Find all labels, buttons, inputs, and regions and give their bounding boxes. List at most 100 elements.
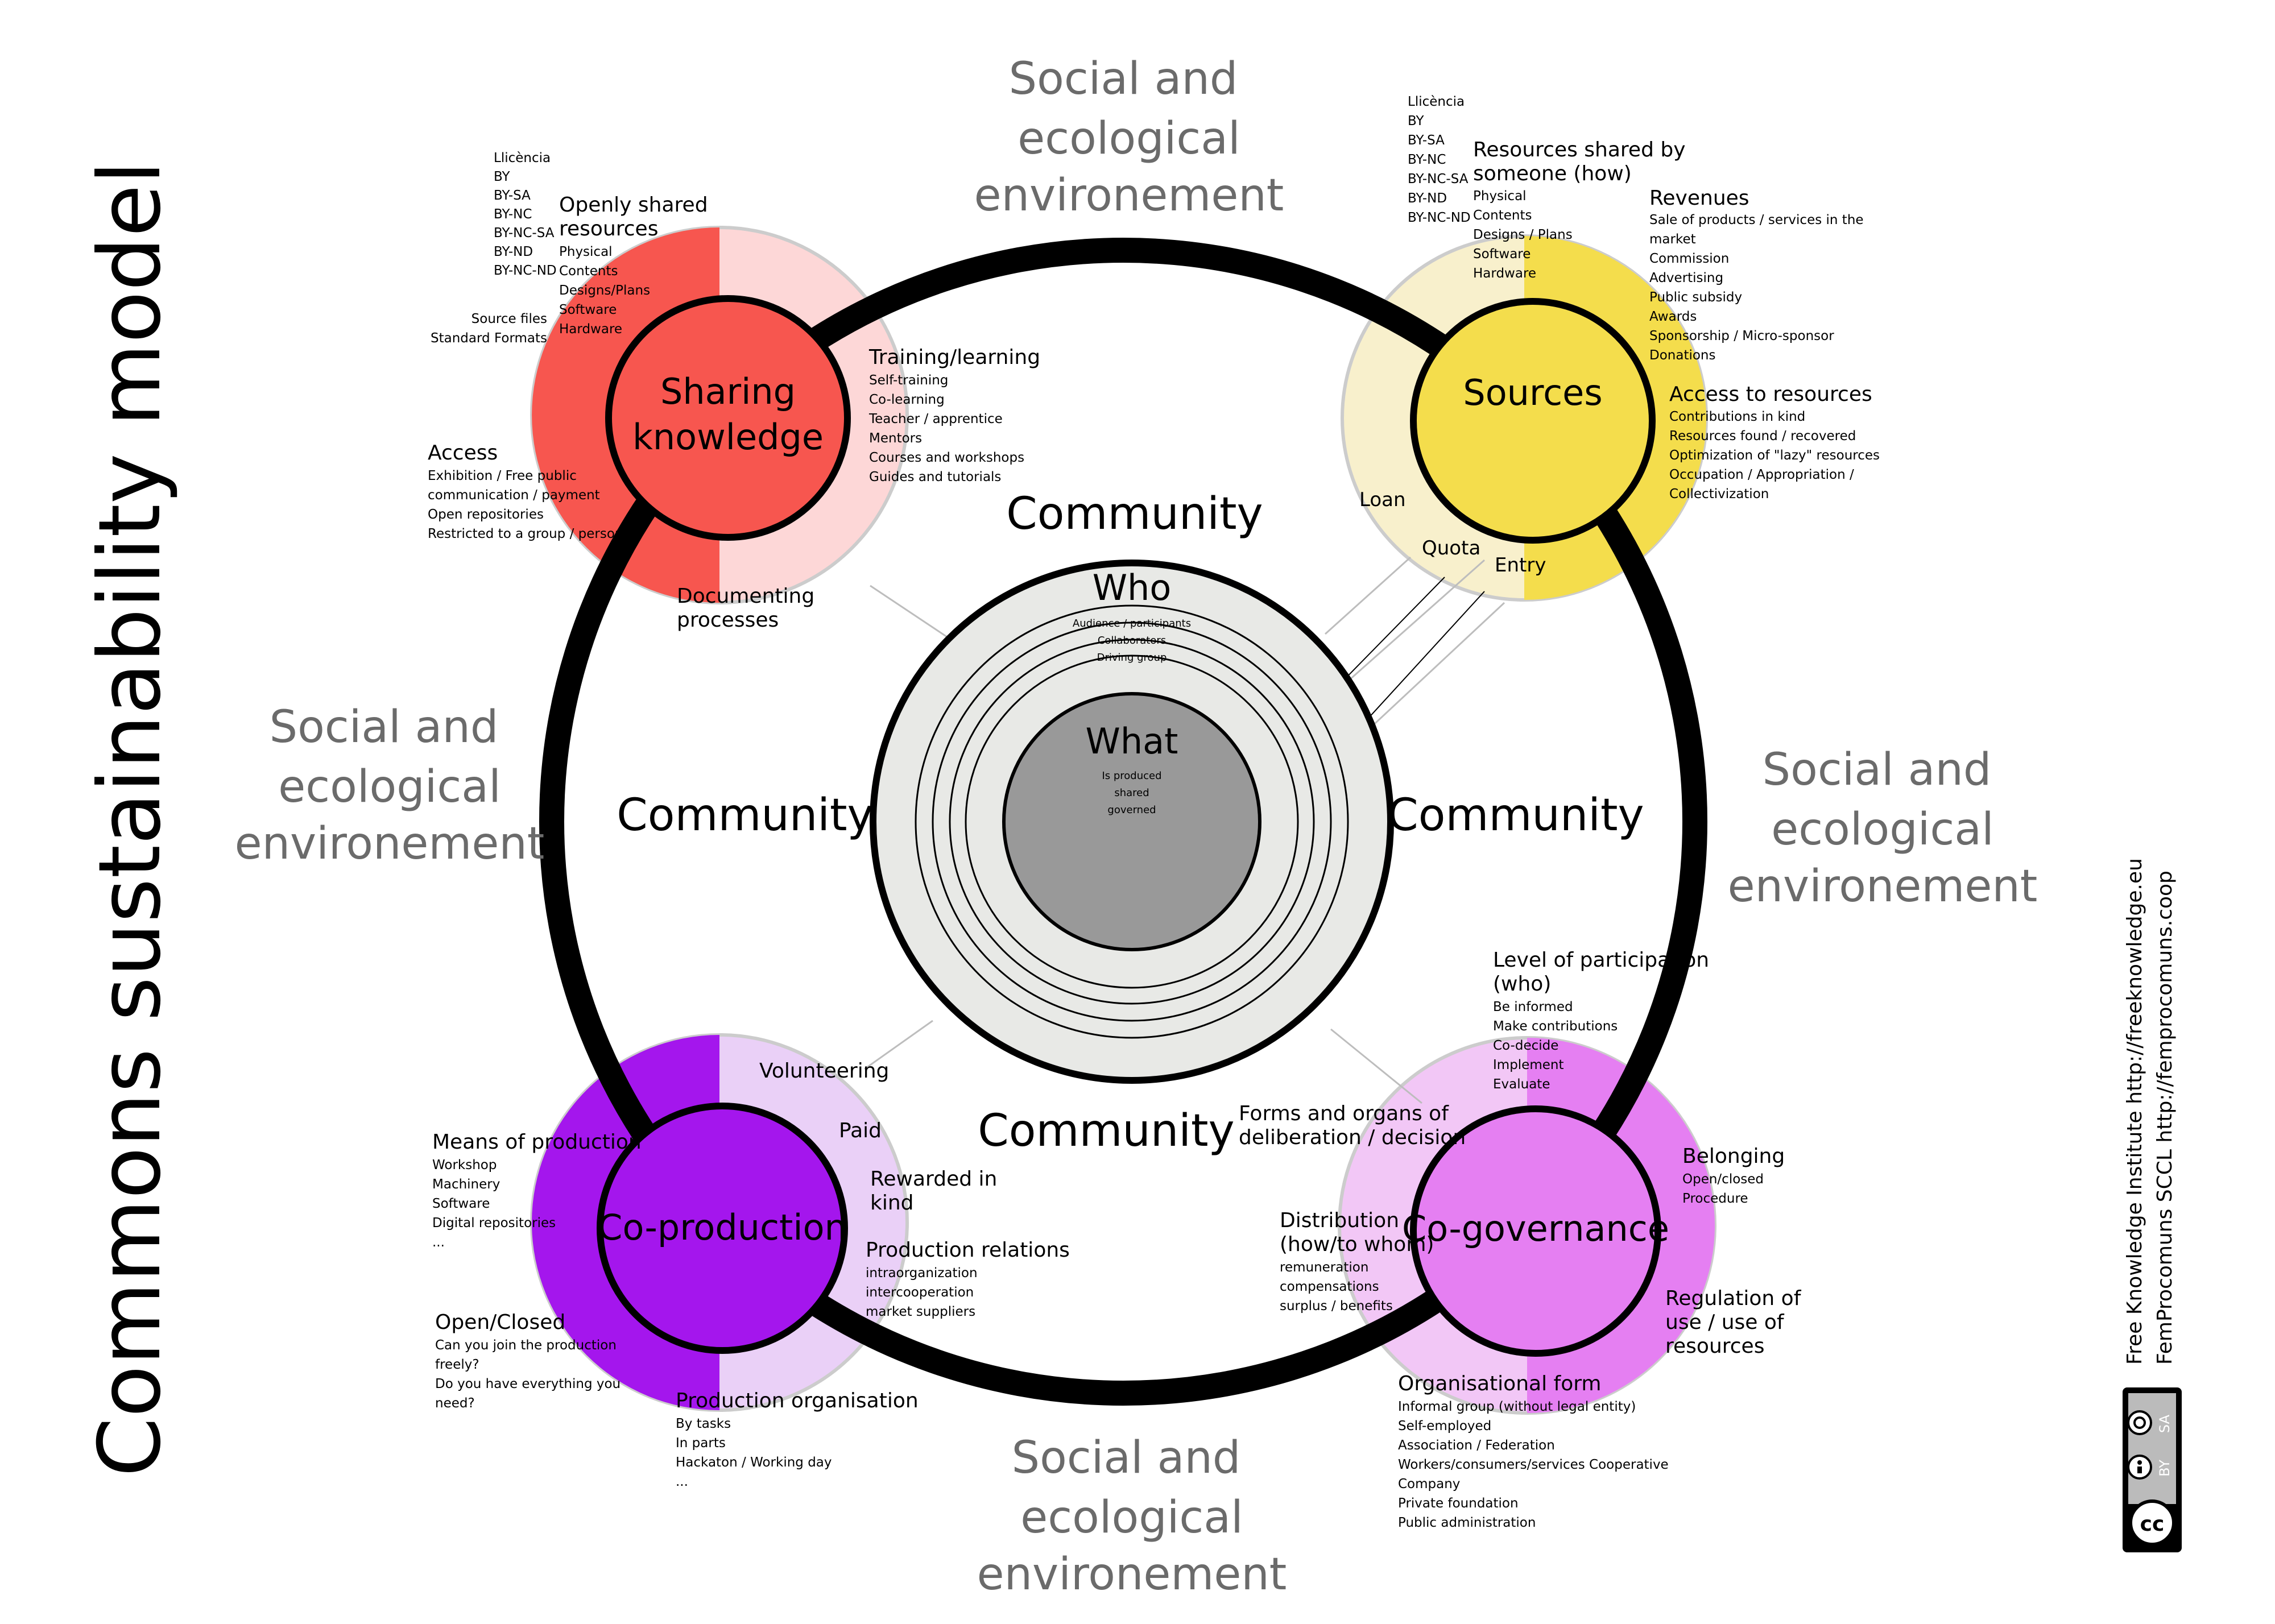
cogovernance-organisational-block: Organisational form Informal group (with… <box>1398 1372 1669 1530</box>
svg-text:Hardware: Hardware <box>1473 266 1536 281</box>
coproduction-rewarded-block: Rewarded in kind <box>870 1167 997 1215</box>
svg-text:remuneration: remuneration <box>1280 1260 1368 1275</box>
svg-text:Means of production: Means of production <box>432 1130 642 1154</box>
cogovernance-hub-label: Co-governance <box>1402 1208 1669 1249</box>
sharing-hub <box>605 295 851 541</box>
svg-text:Software: Software <box>432 1196 490 1211</box>
svg-text:resources: resources <box>559 217 658 241</box>
who-item: Driving group <box>1097 652 1167 664</box>
svg-text:Regulation of: Regulation of <box>1665 1287 1802 1310</box>
community-label-right: Community <box>1387 790 1644 841</box>
credit-line: Free Knowledge Institute http://freeknow… <box>2123 858 2146 1365</box>
svg-text:environement: environement <box>974 170 1284 221</box>
svg-text:Belonging: Belonging <box>1682 1145 1785 1168</box>
svg-text:BY-ND: BY-ND <box>1408 191 1447 206</box>
svg-text:Software: Software <box>559 303 617 317</box>
svg-text:Private foundation: Private foundation <box>1398 1496 1519 1511</box>
svg-text:Be informed: Be informed <box>1493 1000 1573 1014</box>
svg-text:(who): (who) <box>1493 972 1551 996</box>
svg-text:Social and: Social and <box>1012 1432 1241 1484</box>
svg-text:communication / payment: communication / payment <box>428 488 600 503</box>
svg-text:market suppliers: market suppliers <box>866 1304 975 1319</box>
svg-text:Documenting: Documenting <box>677 585 814 608</box>
svg-text:Training/learning: Training/learning <box>868 346 1040 369</box>
svg-text:BY: BY <box>494 169 511 184</box>
svg-text:Sponsorship / Micro-sponsor: Sponsorship / Micro-sponsor <box>1649 329 1834 343</box>
coproduction-means-block: Means of production Workshop Machinery S… <box>432 1130 642 1250</box>
sources-licence-list: Llicència BY BY-SA BY-NC BY-NC-SA BY-ND … <box>1408 94 1471 225</box>
svg-text:freely?: freely? <box>435 1357 479 1372</box>
svg-text:environement: environement <box>1728 861 2038 912</box>
credit-line: FemProcomuns SCCL http://femprocomuns.co… <box>2153 871 2177 1365</box>
svg-text:Rewarded in: Rewarded in <box>870 1167 997 1191</box>
svg-text:kind: kind <box>870 1191 914 1215</box>
svg-text:Social and: Social and <box>1763 744 1992 796</box>
sources-shared-block: Resources shared by someone (how) Physic… <box>1473 138 1686 281</box>
svg-text:Public subsidy: Public subsidy <box>1649 290 1742 305</box>
svg-text:Awards: Awards <box>1649 309 1697 324</box>
svg-text:someone (how): someone (how) <box>1473 162 1632 185</box>
svg-text:Contributions in kind: Contributions in kind <box>1669 409 1805 424</box>
who-title: Who <box>1093 567 1172 608</box>
svg-text:Workshop: Workshop <box>432 1158 497 1173</box>
what-item: shared <box>1114 787 1149 799</box>
cc-by-sa-badge[interactable]: cc BY SA <box>2123 1387 2182 1552</box>
svg-text:need?: need? <box>435 1396 475 1411</box>
svg-text:Organisational form: Organisational form <box>1398 1372 1601 1395</box>
svg-text:BY-NC: BY-NC <box>1408 152 1446 167</box>
cogovernance-forms-block: Forms and organs of deliberation / decis… <box>1239 1102 1466 1149</box>
who-rings <box>915 604 1349 1039</box>
svg-text:Exhibition / Free public: Exhibition / Free public <box>428 469 577 483</box>
svg-text:Software: Software <box>1473 247 1531 262</box>
svg-text:BY-NC-SA: BY-NC-SA <box>494 226 555 241</box>
sa-label: SA <box>2157 1414 2173 1433</box>
by-label: BY <box>2157 1460 2173 1477</box>
svg-text:Level of participation: Level of participation <box>1493 948 1709 972</box>
svg-text:processes: processes <box>677 608 779 632</box>
svg-text:Make contributions: Make contributions <box>1493 1019 1618 1034</box>
who-item: Collaborators <box>1098 635 1166 647</box>
svg-text:...: ... <box>676 1474 688 1489</box>
community-label-bottom: Community <box>978 1105 1234 1157</box>
svg-text:Do you have everything you: Do you have everything you <box>435 1377 621 1391</box>
svg-text:Digital repositories: Digital repositories <box>432 1216 556 1231</box>
svg-text:ecological: ecological <box>1771 804 1994 855</box>
svg-text:ecological: ecological <box>278 761 501 813</box>
svg-text:Optimization of "lazy" resourc: Optimization of "lazy" resources <box>1669 448 1880 463</box>
svg-text:intraorganization: intraorganization <box>866 1266 978 1281</box>
svg-text:BY-NC-SA: BY-NC-SA <box>1408 172 1469 187</box>
svg-text:Open/closed: Open/closed <box>1682 1172 1764 1187</box>
svg-text:Openly shared: Openly shared <box>559 193 708 217</box>
svg-text:Company: Company <box>1398 1477 1460 1492</box>
environment-left: Social and ecological environement <box>235 702 545 869</box>
environment-top: Social and ecological environement <box>974 53 1284 221</box>
svg-text:BY: BY <box>1408 114 1425 129</box>
svg-text:Production organisation: Production organisation <box>676 1389 919 1412</box>
svg-text:Resources found / recovered: Resources found / recovered <box>1669 429 1856 444</box>
cogovernance-hub <box>1410 1105 1661 1357</box>
svg-text:market: market <box>1649 232 1696 247</box>
svg-text:Social and: Social and <box>1009 53 1238 105</box>
svg-text:Physical: Physical <box>1473 189 1527 204</box>
svg-text:Procedure: Procedure <box>1682 1191 1748 1206</box>
svg-text:Designs/Plans: Designs/Plans <box>559 283 650 298</box>
svg-text:use / use of: use / use of <box>1665 1311 1785 1334</box>
svg-text:Social and: Social and <box>270 702 499 753</box>
community-label-left: Community <box>617 790 873 841</box>
svg-text:Implement: Implement <box>1493 1058 1563 1072</box>
svg-text:Open/Closed: Open/Closed <box>435 1311 565 1334</box>
svg-text:Co-decide: Co-decide <box>1493 1038 1558 1053</box>
what-item: governed <box>1107 804 1156 816</box>
svg-text:BY-NC-ND: BY-NC-ND <box>1408 210 1471 225</box>
cogovernance-regulation-block: Regulation of use / use of resources <box>1665 1287 1802 1358</box>
svg-text:By tasks: By tasks <box>676 1416 731 1431</box>
community-label-top: Community <box>1006 488 1263 540</box>
svg-text:(how/to whom): (how/to whom) <box>1280 1233 1434 1256</box>
what-title: What <box>1086 720 1178 762</box>
svg-text:Open repositories: Open repositories <box>428 507 544 522</box>
svg-text:Workers/consumers/services Coo: Workers/consumers/services Cooperative <box>1398 1457 1669 1472</box>
cogovernance-participation-block: Level of participation (who) Be informed… <box>1493 948 1709 1092</box>
svg-text:Access: Access <box>428 441 498 465</box>
coproduction-volunteering: Volunteering <box>759 1059 889 1083</box>
what-circle <box>1002 692 1261 951</box>
